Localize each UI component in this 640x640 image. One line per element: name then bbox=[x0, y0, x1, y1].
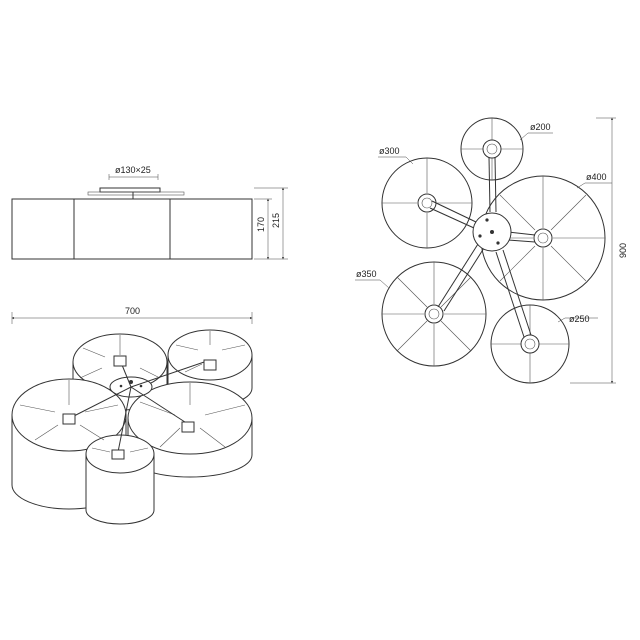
shade-right bbox=[127, 381, 253, 455]
diameter-350-label: ø350 bbox=[356, 269, 377, 279]
shade-row bbox=[11, 198, 253, 260]
canopy-plate bbox=[99, 187, 161, 193]
lamp-sockets bbox=[62, 355, 217, 460]
diameter-300-label: ø300 bbox=[379, 146, 400, 156]
top-sockets bbox=[417, 139, 553, 354]
total-height-label: 215 bbox=[271, 213, 281, 228]
overall-height-label: 900 bbox=[618, 243, 628, 258]
diameter-400-label: ø400 bbox=[586, 172, 607, 182]
width-dimension: 700 bbox=[11, 306, 253, 324]
canopy-diameter-label: ø130×25 bbox=[115, 165, 151, 175]
front-view: ø130×25 170 215 bbox=[11, 165, 288, 260]
top-view: ø300 ø200 ø400 ø350 ø250 900 bbox=[355, 117, 628, 384]
diameter-200-label: ø200 bbox=[530, 122, 551, 132]
diameter-250-label: ø250 bbox=[569, 314, 590, 324]
perspective-view bbox=[11, 329, 253, 525]
width-label: 700 bbox=[125, 306, 140, 316]
shade-height-label: 170 bbox=[256, 217, 266, 232]
